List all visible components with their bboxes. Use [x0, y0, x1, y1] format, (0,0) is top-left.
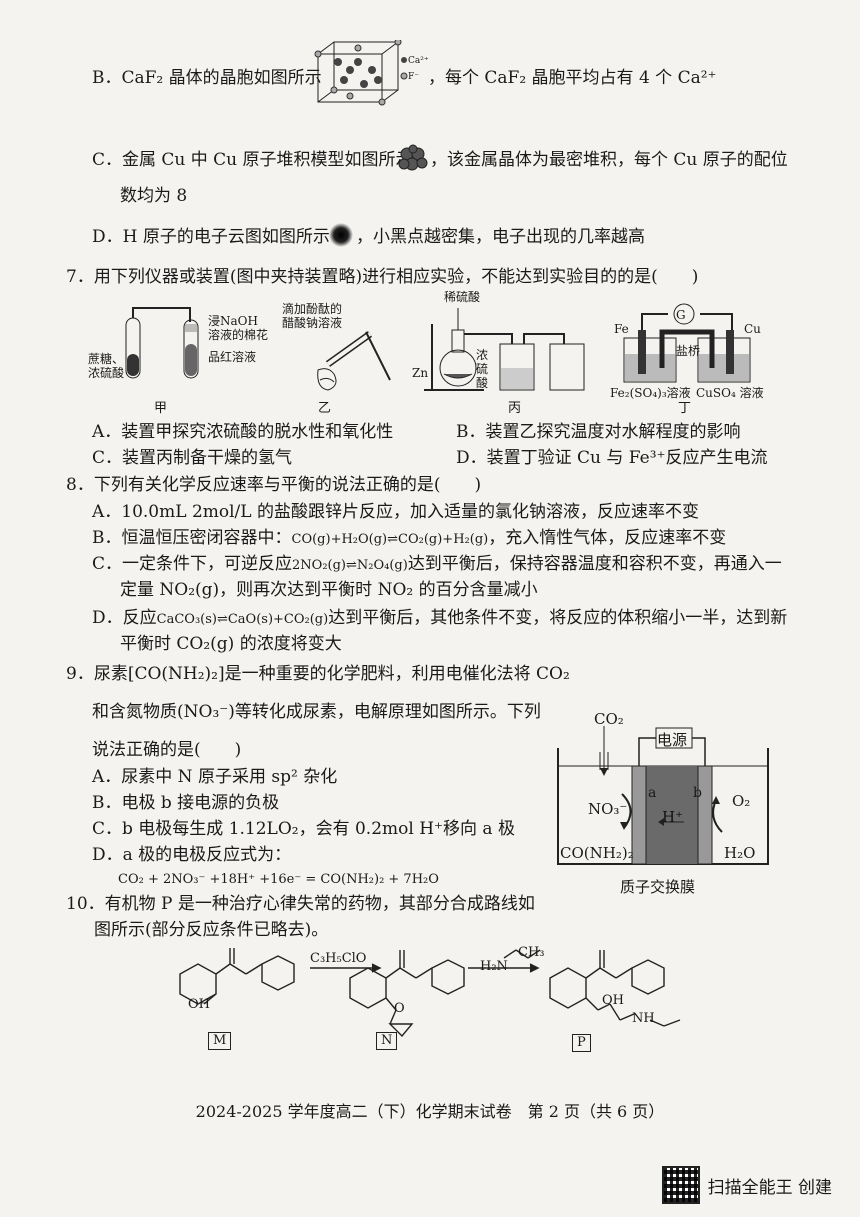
q9-option-b: B．电极 b 接电源的负极	[92, 793, 280, 813]
q6-option-c-pre: C．金属 Cu 中 Cu 原子堆积模型如图所示	[92, 150, 413, 170]
apparatus-jia-figure	[125, 307, 199, 379]
compound-n-label: N	[376, 1032, 398, 1050]
q6-option-b-pre: B．CaF₂ 晶体的晶胞如图所示	[92, 68, 322, 88]
jia-caption: 甲	[154, 401, 168, 416]
q6-option-c-cont: 数均为 8	[120, 186, 188, 206]
q8-option-c-cont: 定量 NO₂(g)，则再次达到平衡时 NO₂ 的百分含量减小	[120, 580, 538, 600]
compound-p-label: P	[572, 1034, 591, 1052]
jia-label-2: 浓硫酸	[88, 366, 125, 380]
bing-zn-label: Zn	[412, 366, 429, 380]
bing-label-top: 稀硫酸	[444, 290, 481, 304]
electrolysis-cell-figure	[557, 726, 769, 865]
q8-option-d-cont: 平衡时 CO₂(g) 的浓度将变大	[120, 634, 342, 654]
q7-option-a: A．装置甲探究浓硫酸的脱水性和氧化性	[92, 422, 394, 442]
yi-caption: 乙	[318, 401, 332, 416]
compound-m-label: M	[208, 1032, 232, 1050]
ding-bridge-label: 盐桥	[676, 344, 701, 358]
ding-solution-2: CuSO₄ 溶液	[696, 386, 764, 400]
electron-cloud-figure	[329, 223, 353, 247]
q9-option-a: A．尿素中 N 原子采用 sp² 杂化	[92, 767, 338, 787]
q9-stem-1: 9．尿素[CO(NH₂)₂]是一种重要的化学肥料，利用电催化法将 CO₂	[66, 664, 570, 684]
q9-option-d-equation: CO₂ + 2NO₃⁻ +18H⁺ +16e⁻ = CO(NH₂)₂ + 7H₂…	[118, 872, 439, 887]
jia-label-3: 浸NaOH	[208, 314, 258, 328]
q8-option-c: C．一定条件下，可逆反应2NO₂(g)⇌N₂O₄(g)达到平衡后，保持容器温度和…	[92, 552, 782, 578]
q6-option-d-post: ，小黑点越密集，电子出现的几率越高	[356, 227, 645, 247]
bing-acid-2: 硫	[476, 362, 489, 376]
fig-water-label: H₂O	[724, 844, 756, 862]
q9-stem-3: 说法正确的是( )	[92, 740, 242, 760]
fig-nitrate-label: NO₃⁻	[588, 800, 628, 818]
q6-option-c-post: ，该金属晶体为最密堆积，每个 Cu 原子的配位	[430, 150, 788, 170]
scanner-watermark: 扫描全能王 创建	[661, 1166, 832, 1204]
p-nh-label: NH	[632, 1011, 655, 1026]
q8-option-b-pre: B．恒温恒压密闭容器中：	[92, 528, 292, 548]
q8-option-d-equation: CaCO₃(s)⇌CaO(s)+CO₂(g)	[156, 612, 329, 627]
q8-option-b-equation: CO(g)+H₂O(g)⇌CO₂(g)+H₂(g)	[291, 532, 489, 547]
fig-urea-label: CO(NH₂)₂	[560, 844, 634, 862]
p-oh-label: OH	[602, 993, 624, 1008]
yi-label-2: 醋酸钠溶液	[282, 316, 343, 330]
q7-option-d: D．装置丁验证 Cu 与 Fe³⁺反应产生电流	[456, 448, 768, 468]
q8-option-b-post: ，充入惰性气体，反应速率不变	[488, 528, 727, 548]
reagent-2-label: H₂N	[480, 959, 508, 974]
ding-solution-1: Fe₂(SO₄)₃溶液	[610, 386, 691, 400]
yi-label-1: 滴加酚酞的	[282, 302, 343, 316]
fig-electrode-b-label: b	[693, 785, 702, 801]
q8-stem: 8．下列有关化学反应速率与平衡的说法正确的是( )	[66, 475, 482, 495]
qr-code-icon	[661, 1166, 700, 1204]
q8-option-c-pre: C．一定条件下，可逆反应	[92, 554, 293, 574]
q10-stem-2: 图所示(部分反应条件已略去)。	[94, 920, 329, 940]
fig-membrane-label: 质子交换膜	[620, 878, 696, 896]
q8-option-d-pre: D．反应	[92, 608, 157, 628]
reagent-1-label: C₃H₅ClO	[310, 951, 367, 966]
q8-option-d: D．反应CaCO₃(s)⇌CaO(s)+CO₂(g)达到平衡后，其他条件不变，将…	[92, 606, 787, 632]
cu-packing-figure	[398, 144, 428, 171]
jia-label-4: 溶液的棉花	[208, 328, 269, 342]
bing-acid-3: 酸	[476, 376, 489, 390]
reagent-ch3-label: CH₃	[518, 945, 545, 960]
jia-label-5: 品红溶液	[208, 350, 257, 364]
synthesis-route-figure	[179, 948, 681, 1038]
ca-legend-label: Ca²⁺	[408, 56, 429, 66]
q9-option-c: C．b 电极每生成 1.12LO₂，会有 0.2mol H⁺移向 a 极	[92, 819, 515, 839]
q8-option-a: A．10.0mL 2mol/L 的盐酸跟锌片反应，加入适量的氯化钠溶液，反应速率…	[92, 502, 699, 522]
q6-option-d-pre: D．H 原子的电子云图如图所示	[92, 227, 330, 247]
bing-caption: 丙	[508, 401, 522, 416]
page-footer: 2024-2025 学年度高二（下）化学期末试卷 第 2 页（共 6 页）	[195, 1102, 665, 1121]
fig-proton-label: H⁺	[662, 808, 683, 826]
ca-legend-dot	[401, 57, 407, 63]
q10-stem-1: 10．有机物 P 是一种治疗心律失常的药物，其部分合成路线如	[66, 894, 535, 914]
q8-option-b: B．恒温恒压密闭容器中：CO(g)+H₂O(g)⇌CO₂(g)+H₂(g)，充入…	[92, 526, 726, 552]
apparatus-yi-figure	[317, 331, 391, 391]
q8-option-c-equation: 2NO₂(g)⇌N₂O₄(g)	[292, 558, 408, 573]
q8-option-d-post: 达到平衡后，其他条件不变，将反应的体积缩小一半，达到新	[328, 608, 788, 628]
bing-acid-1: 浓	[476, 348, 489, 362]
fig-oxygen-label: O₂	[732, 792, 751, 810]
q8-option-c-post: 达到平衡后，保持容器温度和容积不变，再通入一	[407, 554, 782, 574]
fig-power-label: 电源	[657, 731, 688, 749]
q6-option-b-post: ，每个 CaF₂ 晶胞平均占有 4 个 Ca²⁺	[428, 68, 717, 88]
ding-cu-label: Cu	[744, 322, 761, 336]
q7-option-c: C．装置丙制备干燥的氢气	[92, 448, 293, 468]
apparatus-ding-figure	[623, 303, 751, 383]
fig-co2-label: CO₂	[594, 710, 624, 728]
q9-option-d: D．a 极的电极反应式为：	[92, 845, 292, 865]
ding-caption: 丁	[678, 401, 692, 416]
q9-stem-2: 和含氮物质(NO₃⁻)等转化成尿素，电解原理如图所示。下列	[92, 702, 541, 722]
f-legend-label: F⁻	[408, 72, 419, 82]
q7-option-b: B．装置乙探究温度对水解程度的影响	[456, 422, 741, 442]
ding-fe-label: Fe	[614, 322, 629, 336]
f-legend-dot	[400, 72, 408, 80]
apparatus-bing-figure	[424, 308, 585, 391]
ding-galvanometer-label: G	[676, 308, 686, 322]
watermark-text: 扫描全能王 创建	[707, 1177, 832, 1198]
n-ether-o-label: O	[394, 1001, 405, 1016]
q7-stem: 7．用下列仪器或装置(图中夹持装置略)进行相应实验，不能达到实验目的的是( )	[66, 267, 699, 287]
jia-label-1: 蔗糖、	[88, 352, 125, 366]
m-oh-label: OH	[188, 997, 210, 1012]
caf2-unit-cell-figure	[314, 40, 408, 106]
fig-electrode-a-label: a	[648, 785, 657, 801]
